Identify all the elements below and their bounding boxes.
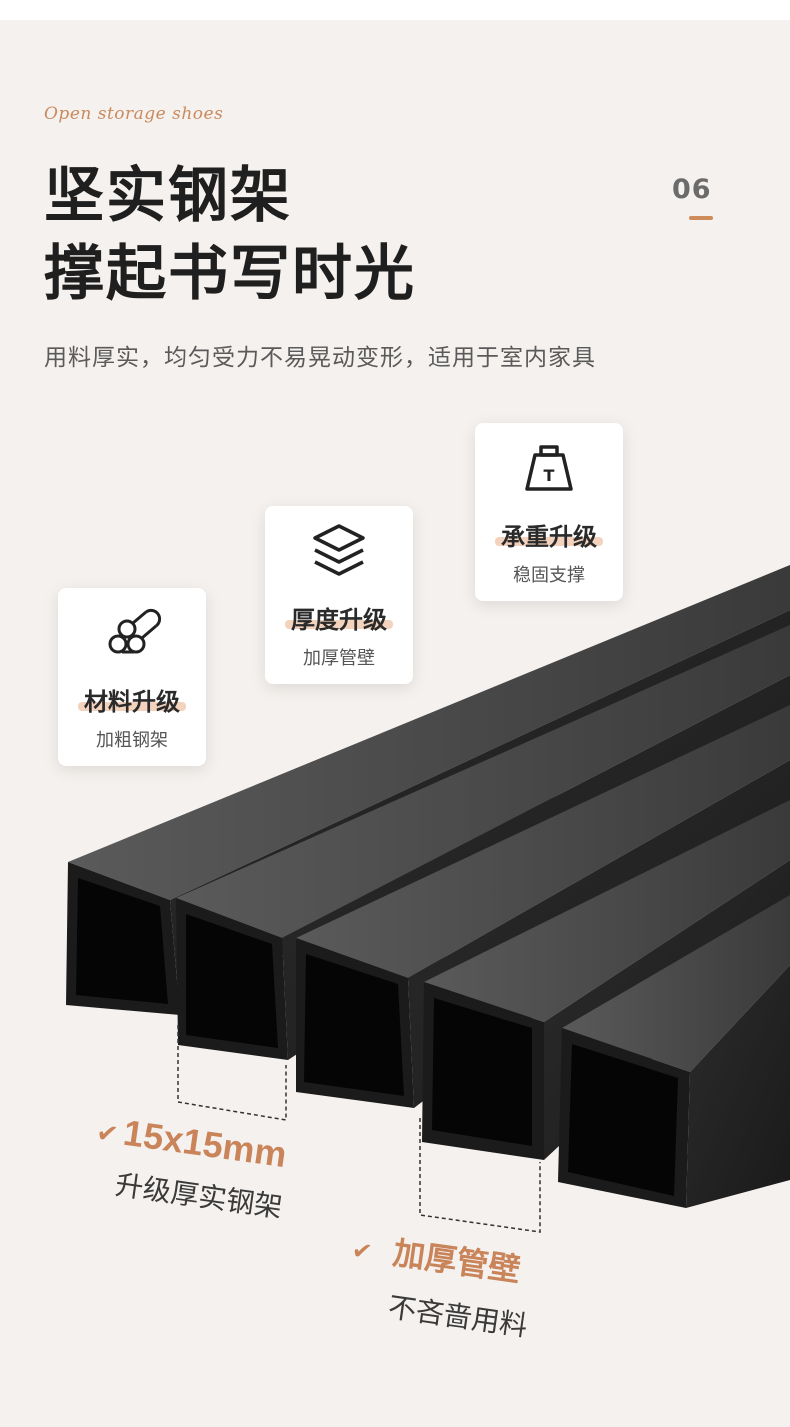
svg-text:T: T [544, 466, 555, 485]
feature-card-material: 材料升级 加粗钢架 [58, 588, 206, 766]
weight-icon: T [525, 445, 573, 491]
page-subtitle: 用料厚实，均匀受力不易晃动变形，适用于室内家具 [44, 345, 596, 371]
page-number-underline [689, 216, 713, 220]
dimension-guide-size [177, 1025, 287, 1121]
title-highlight [285, 620, 393, 629]
page-number: 06 [672, 174, 712, 205]
top-strip [0, 0, 790, 20]
wall-description: 不吝啬用料 [386, 1290, 530, 1343]
script-subheading: Open storage shoes [44, 104, 224, 124]
feature-subtitle: 稳固支撑 [513, 565, 585, 586]
layers-icon [313, 524, 365, 576]
steel-tubes-illustration [66, 565, 790, 1233]
check-icon: ✔ [350, 1235, 374, 1267]
steel-bars-icon [108, 608, 162, 654]
feature-subtitle: 加厚管壁 [303, 648, 375, 669]
feature-title: 材料升级 [84, 688, 180, 716]
headline-line-2: 撑起书写时光 [44, 239, 416, 309]
wall-label: 加厚管壁 [390, 1233, 523, 1290]
feature-title: 厚度升级 [291, 606, 387, 634]
title-highlight [78, 702, 186, 711]
feature-subtitle: 加粗钢架 [96, 730, 168, 751]
feature-card-load: T 承重升级 稳固支撑 [475, 423, 623, 601]
dimension-guide-wall [419, 1118, 541, 1233]
check-icon: ✔ [94, 1117, 121, 1151]
tube-5 [558, 895, 790, 1208]
feature-card-thickness: 厚度升级 加厚管壁 [265, 506, 413, 684]
feature-title: 承重升级 [501, 523, 597, 551]
headline-line-1: 坚实钢架 [44, 161, 292, 231]
title-highlight [495, 537, 603, 546]
